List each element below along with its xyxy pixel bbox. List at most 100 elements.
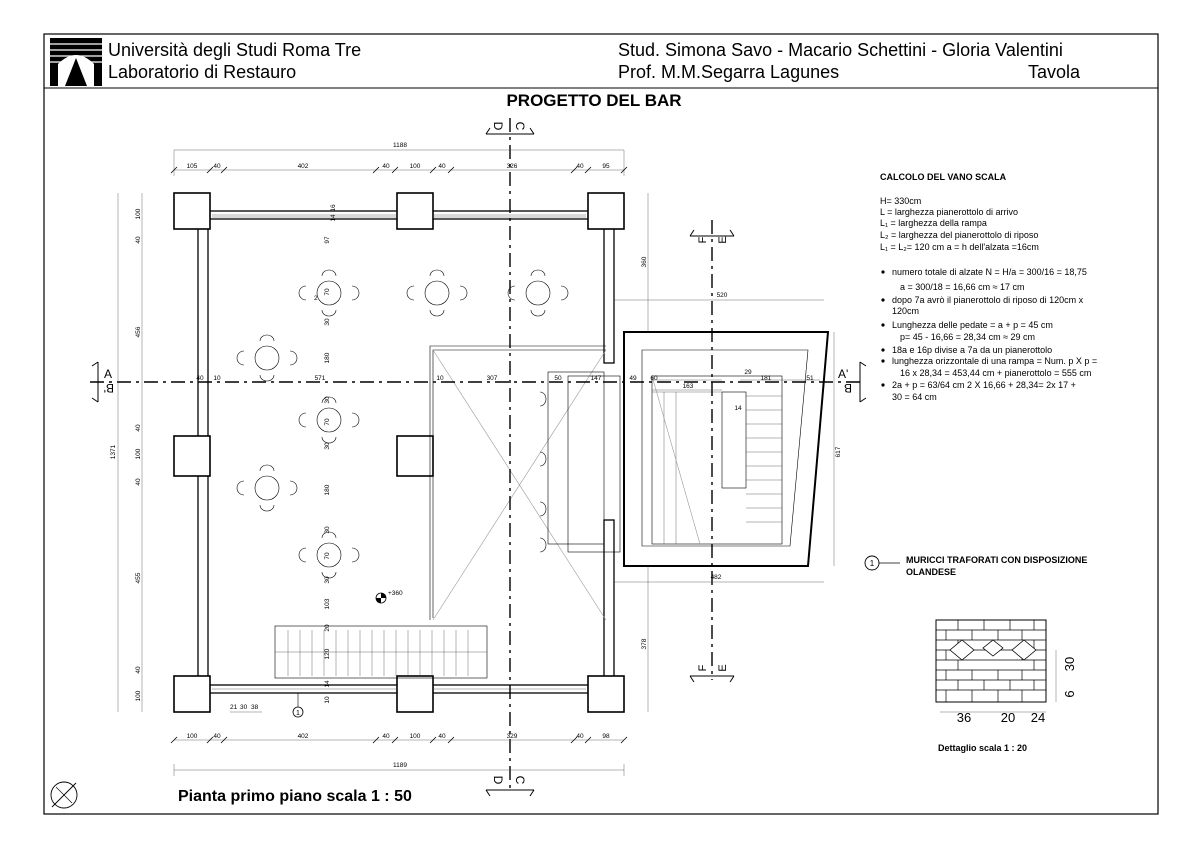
dim-left-8: 40 [135, 666, 142, 674]
wall-right-lower [603, 519, 615, 694]
dim-top-7: 326 [507, 163, 518, 170]
pillar-bottom-right [587, 675, 625, 713]
table-set-1 [298, 269, 360, 317]
dim-stair-3: 51 [806, 375, 814, 382]
bullet-dot [881, 270, 885, 274]
dim-bottom-5: 100 [410, 733, 421, 740]
detail-dim-36: 36 [957, 710, 971, 725]
detail-dim-20: 20 [1001, 710, 1015, 725]
dim-stair-1: 29 [744, 369, 752, 376]
marker-f-bottom: F [697, 664, 709, 671]
plan-callout-number: 1 [296, 710, 300, 717]
dim-int-v-3: 70 [324, 288, 331, 296]
marker-c-bottom: C [513, 776, 527, 785]
dim-axis-6: 147 [591, 375, 602, 382]
marker-e-top: E [717, 236, 729, 243]
dim-int-v-10: 30 [324, 526, 331, 534]
calc-bullet-6: 18a e 16p divise a 7a da un pianerottolo [892, 345, 1052, 355]
section-marker-ab-right: A' B [838, 361, 867, 403]
stair-bottom [274, 625, 488, 679]
calc-line-3: L₂ = larghezza del pianerottolo di ripos… [880, 230, 1038, 240]
dim-right-0: 360 [641, 256, 648, 267]
legend-item-muricci: 1 MURICCI TRAFORATI CON DISPOSIZIONE OLA… [864, 555, 1087, 577]
pillar-bottom-middle [396, 675, 434, 713]
table-set-5 [298, 396, 360, 444]
pillar-bottom-left [173, 675, 211, 713]
dim-int-v-6: 30 [324, 396, 331, 404]
dim-left-9: 100 [135, 690, 142, 701]
dim-bottom-detail-1: 21 [230, 704, 238, 711]
dim-bottom-2: 40 [213, 733, 221, 740]
dim-axis-5: 50 [554, 375, 562, 382]
legend-number: 1 [870, 559, 875, 568]
table-set-4 [236, 334, 298, 382]
dim-left-5: 100 [135, 448, 142, 459]
section-marker-ef-bottom: F E [689, 664, 735, 683]
dim-top-9: 95 [602, 163, 610, 170]
dim-bottom-3: 402 [298, 733, 309, 740]
dim-int-v-12: 30 [324, 576, 331, 584]
elevation-marker-icon [375, 592, 387, 604]
elevation-value: +360 [388, 590, 403, 597]
calc-line-4: L₁ = L₂= 120 cm a = h dell'alzata =16cm [880, 242, 1039, 252]
calc-bullet-5: p= 45 - 16,66 = 28,34 cm ≈ 29 cm [900, 332, 1035, 342]
interior-vertical-dims: 97 14 16 70 30 180 30 70 30 180 30 70 30… [324, 204, 337, 704]
dim-bottom-6: 40 [438, 733, 446, 740]
dim-bottom-9: 98 [602, 733, 610, 740]
bullet-dot [881, 298, 885, 302]
calc-bullet-0: numero totale di alzate N = H/a = 300/16… [892, 267, 1087, 277]
dim-bottom-detail-3: 38 [251, 704, 259, 711]
dim-top-5: 100 [410, 163, 421, 170]
university-logo-icon [50, 38, 102, 86]
axis-horizontal-dims: 40 10 571 10 307 50 147 49 60 [196, 375, 658, 382]
dim-axis-2: 571 [315, 375, 326, 382]
brick-wall-detail [935, 619, 1057, 713]
dim-axis-0: 40 [196, 375, 204, 382]
dim-bottom-1: 100 [187, 733, 198, 740]
floor-plan: 2 +360 1 [173, 192, 830, 718]
dim-int-v-9: 180 [324, 484, 331, 495]
calc-line-0: H= 330cm [880, 196, 921, 206]
calc-bullet-2: dopo 7a avrò il pianerottolo di riposo d… [892, 295, 1084, 305]
calc-bullet-1: a = 300/18 = 16,66 cm ≈ 17 cm [900, 282, 1025, 292]
drawing-title: PROGETTO DEL BAR [506, 91, 681, 110]
dim-right-2: 617 [835, 446, 842, 457]
bar-area-outline [429, 345, 606, 620]
marker-a-right: A' [838, 367, 848, 381]
section-marker-cd-bottom: D C [485, 776, 535, 797]
legend-text-1: MURICCI TRAFORATI CON DISPOSIZIONE [906, 555, 1087, 565]
calc-title: CALCOLO DEL VANO SCALA [880, 172, 1007, 182]
dim-int-v-0: 97 [324, 236, 331, 244]
marker-e-bottom: E [717, 664, 729, 671]
dim-int-v-5: 180 [324, 352, 331, 363]
university-name: Università degli Studi Roma Tre [108, 40, 361, 60]
wall-right-upper [603, 210, 615, 364]
marker-b-right: B [844, 381, 852, 395]
dim-top-1: 105 [187, 163, 198, 170]
calc-bullet-3: 120cm [892, 306, 919, 316]
pillar-top-middle [396, 192, 434, 230]
calc-line-1: L = larghezza pianerottolo di arrivo [880, 207, 1018, 217]
calc-bullet-4: Lunghezza delle pedate = a + p = 45 cm [892, 320, 1053, 330]
dim-top-6: 40 [438, 163, 446, 170]
marker-d-top: D [491, 122, 505, 131]
table-set-6 [236, 464, 298, 512]
dim-left-1: 100 [135, 208, 142, 219]
dim-int-v-8: 30 [324, 442, 331, 450]
window-bands-top [212, 214, 586, 690]
table-marker: 2 [314, 295, 318, 302]
bullet-dot [881, 323, 885, 327]
dim-axis-4: 307 [487, 375, 498, 382]
dim-int-v-16: 14 [324, 680, 331, 688]
dim-axis-1: 10 [213, 375, 221, 382]
dim-bottom-8: 40 [576, 733, 584, 740]
dim-stair-2: 181 [761, 375, 772, 382]
students-names: Stud. Simona Savo - Macario Schettini - … [618, 40, 1063, 60]
dim-int-v-1: 14 [330, 214, 337, 222]
dim-top-4: 40 [382, 163, 390, 170]
dim-left-overall: 1371 [110, 444, 117, 459]
bullet-dot [881, 359, 885, 363]
dim-int-v-13: 103 [324, 598, 331, 609]
detail-caption: Dettaglio scala 1 : 20 [938, 743, 1027, 753]
